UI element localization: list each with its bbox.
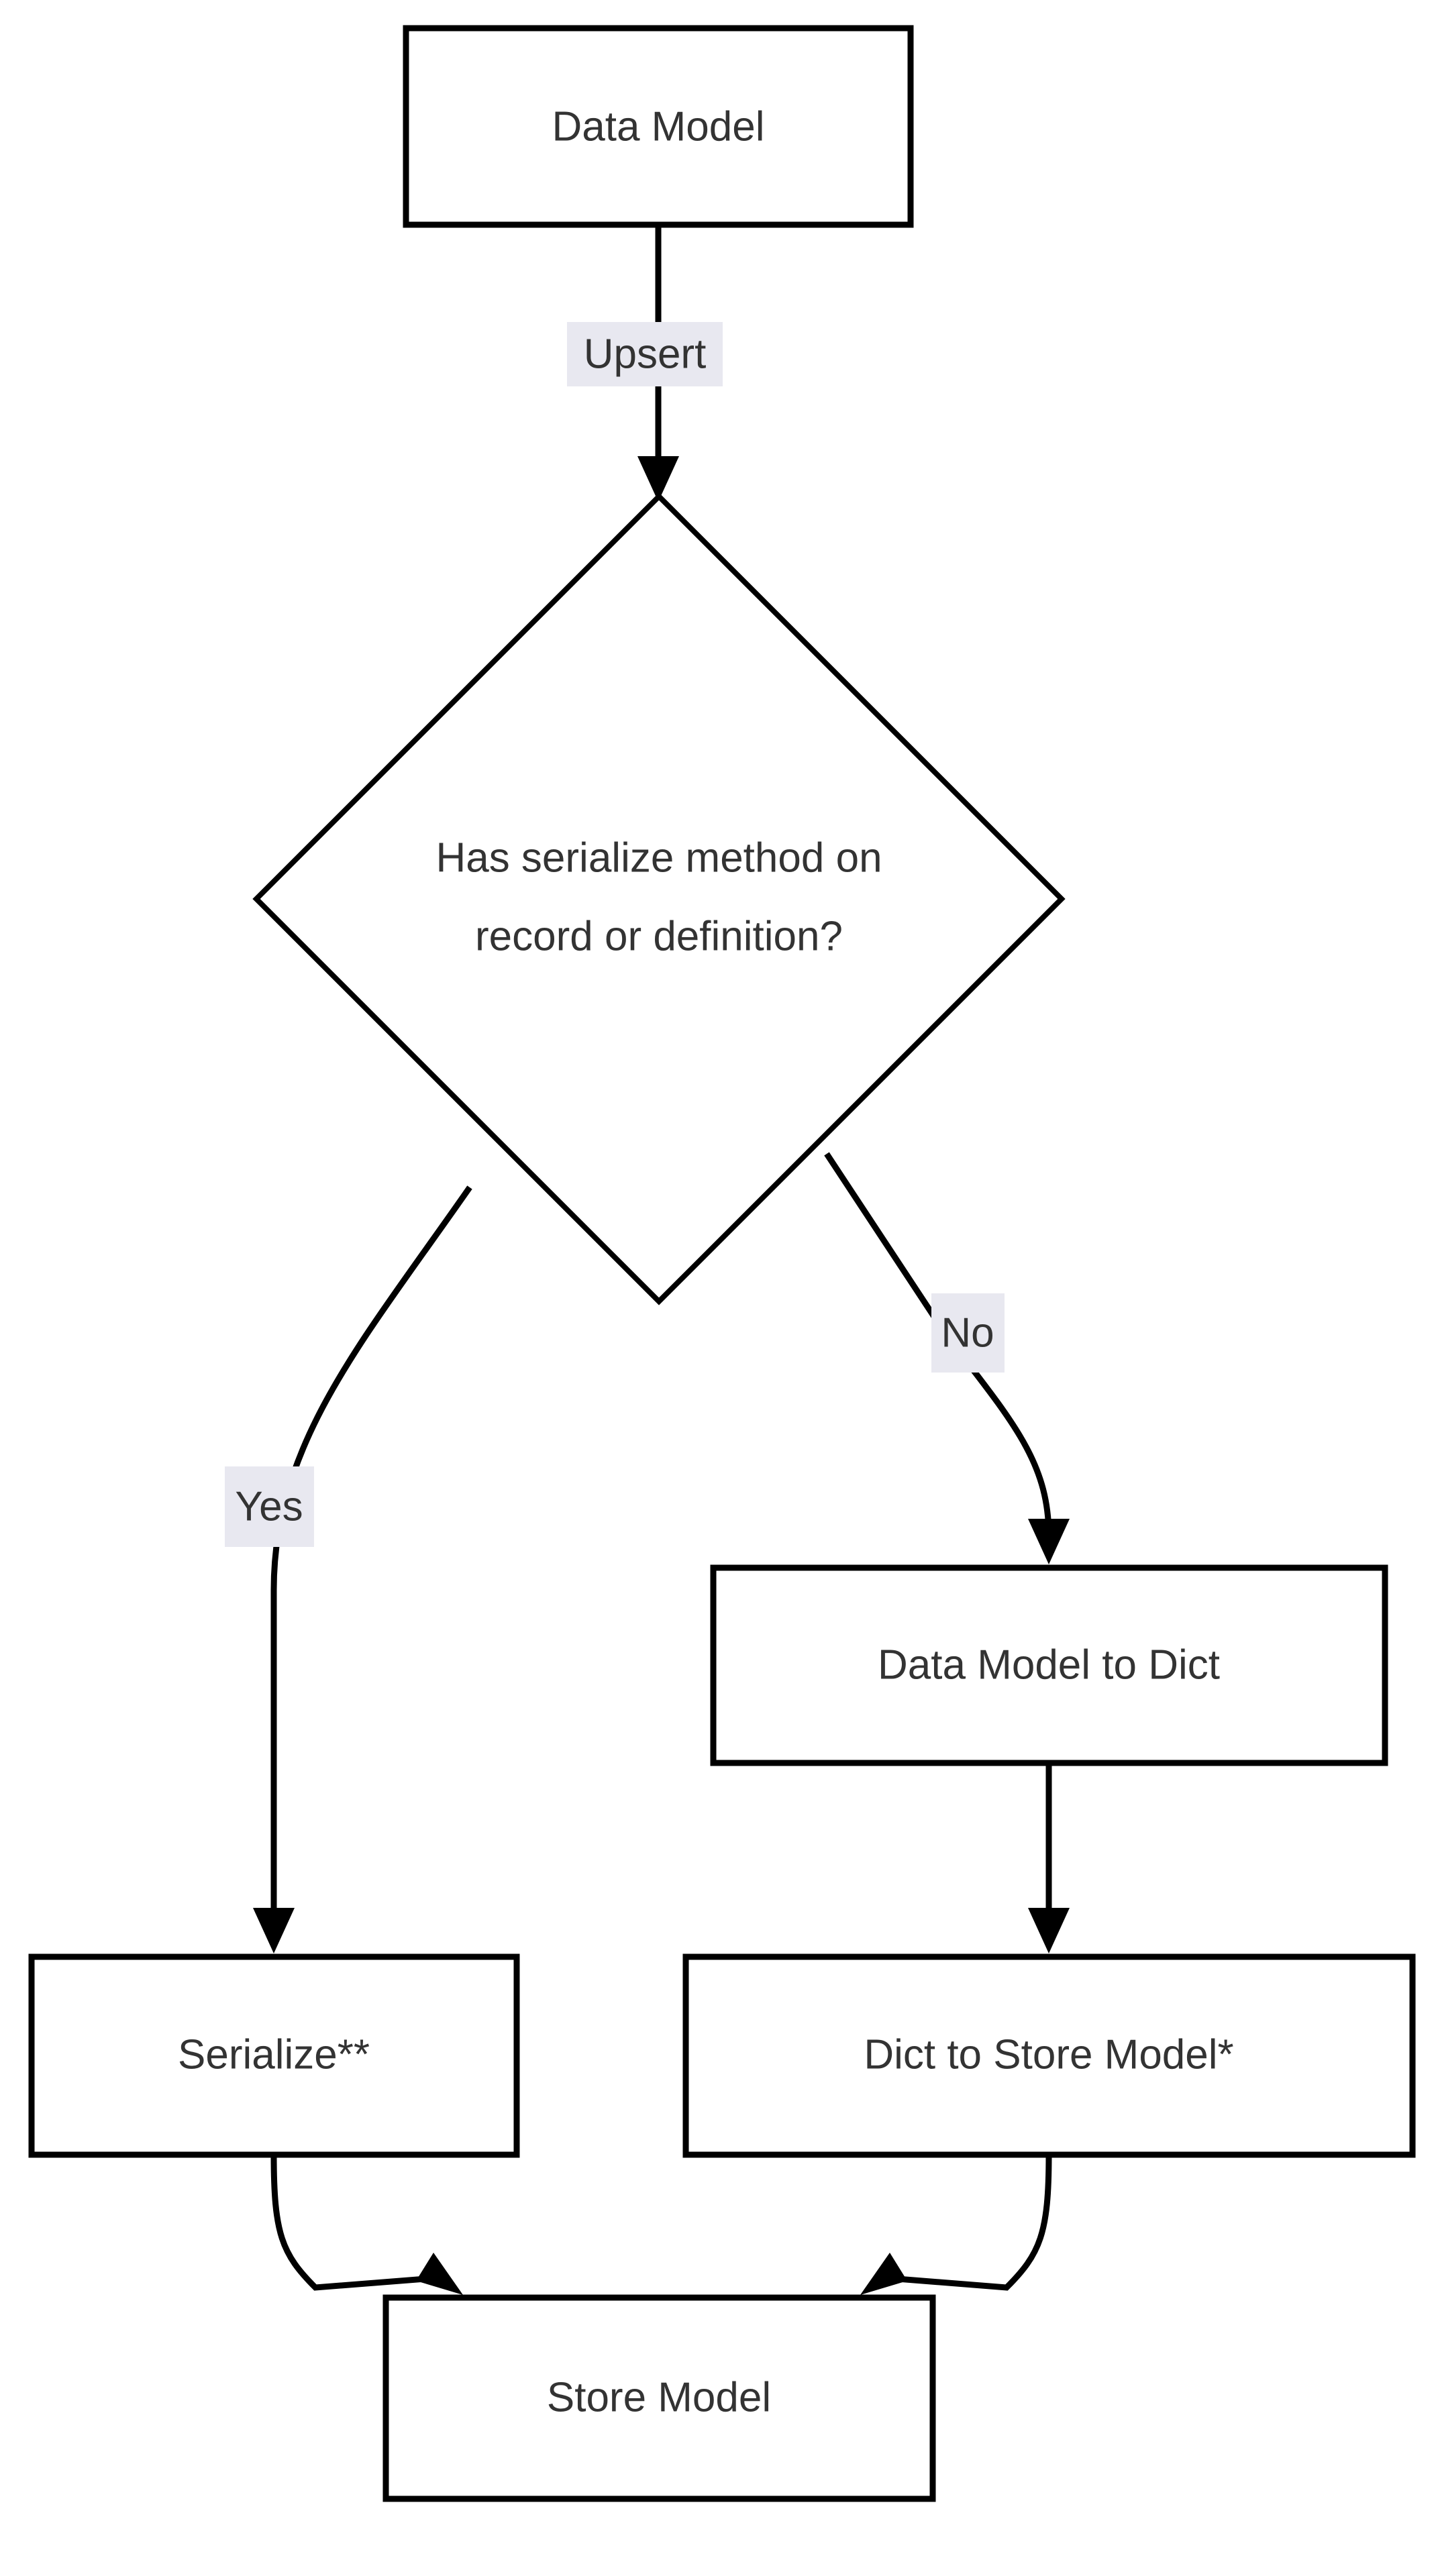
node-dict-to-store-model-shape[interactable] <box>682 1953 1416 2158</box>
edge-label-upsert-text: Upsert <box>584 331 707 377</box>
node-store-model[interactable]: Store Model <box>382 2294 936 2502</box>
edge-dictstore-to-store <box>860 2154 1052 2295</box>
arrow-head-icon <box>860 2253 907 2295</box>
edge-line <box>880 2154 1052 2291</box>
node-data-model-label: Data Model <box>552 103 764 150</box>
node-data-model[interactable]: Data Model <box>403 25 914 228</box>
node-has-serialize-label-line2: record or definition? <box>475 913 843 959</box>
edge-line <box>270 2154 444 2291</box>
edge-label-yes-text: Yes <box>235 1483 303 1529</box>
node-dict-to-store-model-label: Dict to Store Model* <box>864 2031 1233 2078</box>
node-data-model-to-dict-shape[interactable] <box>710 1564 1388 1766</box>
node-serialize-label: Serialize** <box>178 2031 370 2078</box>
node-has-serialize-label-line1: Has serialize method on <box>435 835 882 881</box>
arrow-head-icon <box>1028 1519 1070 1564</box>
edge-label-no-bg <box>931 1293 1005 1373</box>
arrow-head-icon <box>1028 1908 1070 1953</box>
node-data-model-shape[interactable] <box>403 25 914 228</box>
node-dict-to-store-model[interactable]: Dict to Store Model* <box>682 1953 1416 2158</box>
edge-dict-to-store-model <box>1028 1763 1070 1953</box>
node-data-model-to-dict-label: Data Model to Dict <box>878 1642 1220 1688</box>
node-has-serialize-decision[interactable]: Has serialize method on record or defini… <box>252 492 1066 1305</box>
node-data-model-to-dict[interactable]: Data Model to Dict <box>710 1564 1388 1766</box>
arrow-head-icon <box>253 1908 295 1953</box>
edge-label-yes: Yes <box>225 1466 314 1547</box>
edge-serialize-to-store <box>270 2154 463 2295</box>
node-store-model-label: Store Model <box>547 2374 771 2420</box>
edge-label-upsert: Upsert <box>567 322 723 386</box>
node-serialize[interactable]: Serialize** <box>28 1953 520 2158</box>
edge-decision-to-serialize <box>253 1185 472 1953</box>
node-store-model-shape[interactable] <box>382 2294 936 2502</box>
arrow-head-icon <box>416 2253 463 2295</box>
edge-label-no: No <box>931 1293 1005 1373</box>
edge-label-no-text: No <box>941 1309 994 1356</box>
edge-line <box>270 1185 472 1919</box>
node-serialize-shape[interactable] <box>28 1953 520 2158</box>
edge-label-upsert-bg <box>567 322 723 386</box>
arrow-head-icon <box>637 456 679 502</box>
edge-label-yes-bg <box>225 1466 314 1547</box>
node-has-serialize-shape[interactable] <box>252 492 1066 1305</box>
